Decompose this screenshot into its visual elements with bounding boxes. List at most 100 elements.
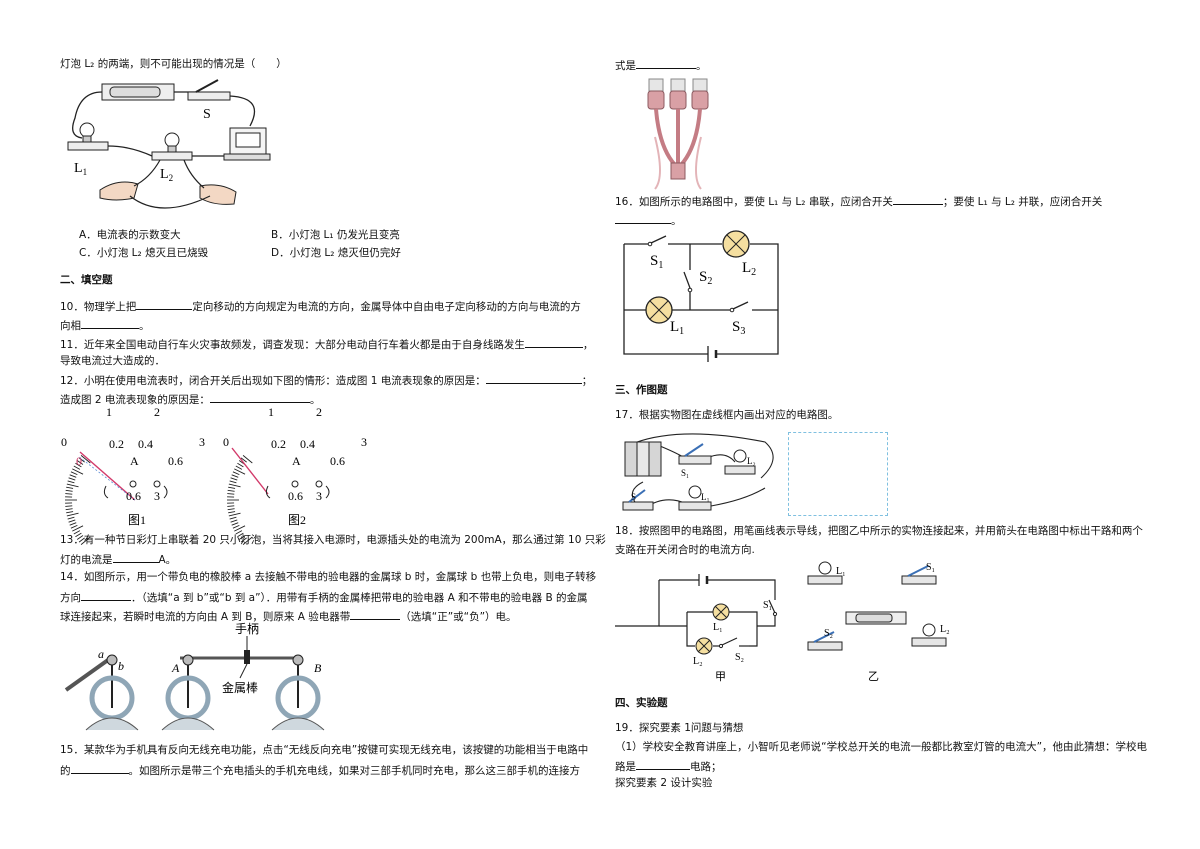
q19-line4: 探究要素 2 设计实验 (615, 777, 713, 789)
q18-l2-label: L₂ (693, 656, 703, 667)
q18-s1-label: S₁ (763, 600, 772, 611)
meter-tick (80, 536, 91, 545)
q17-physical-circuit: S₁ L₂ S L₁ (622, 433, 774, 511)
meter-tick (228, 512, 241, 517)
m2-terminal-3: 3 (316, 489, 322, 503)
q14-label-handle: 手柄 (235, 622, 259, 636)
meter-tick (76, 460, 84, 465)
meter-tick (230, 519, 238, 523)
fig2-caption: 图2 (288, 513, 306, 527)
q18-circuit-jia: S₁ L₁ L₂ S₂ 甲 (615, 574, 778, 683)
m2-unit: A (292, 454, 301, 468)
q17-answer-box[interactable] (788, 432, 888, 516)
q10-line2: 向相。 (60, 317, 150, 333)
q14-line1: 14．如图所示，用一个带负电的橡胶棒 a 去接触不带电的验电器的金属球 b 时，… (60, 571, 597, 583)
meter-tick (67, 480, 75, 484)
meter-tick (242, 455, 253, 464)
meter-tick (78, 457, 85, 463)
q14-label-A: A (171, 661, 180, 675)
meter-tick (232, 524, 240, 529)
m2-0.2: 0.2 (271, 437, 286, 451)
m1-max: 3 (199, 435, 205, 449)
q18-s2-label: S₂ (735, 652, 744, 663)
meter-tick (66, 511, 74, 514)
meter-tick (70, 524, 78, 529)
meter-tick (80, 455, 91, 464)
meter-tick (240, 537, 247, 543)
q15-line1: 15．某款华为手机具有反向无线充电功能，点击“无线反向充电”按键可实现无线充电，… (60, 744, 589, 756)
q14-label-B: B (314, 661, 322, 675)
q9-stem-tail: 灯泡 L₂ 的两端，则不可能出现的情况是（ ） (60, 58, 287, 70)
q14-line3: 球连接起来，若瞬时电流的方向由 A 到 B，则原来 A 验电器带（选填“正”或“… (60, 608, 517, 624)
meter-tick (235, 465, 243, 470)
q9-option-d: D．小灯泡 L₂ 熄灭但仍完好 (271, 247, 401, 259)
m1-0.2: 0.2 (109, 437, 124, 451)
meter-tick (75, 532, 82, 538)
meter-tick (229, 516, 237, 520)
meter-tick (238, 535, 246, 540)
q18-l1-label: L₁ (713, 622, 723, 633)
q15-line3: 式是。 (615, 57, 707, 73)
meter-tick (237, 532, 244, 538)
meter-tick (65, 493, 73, 495)
meter-tick (228, 483, 241, 488)
m2-0.4: 0.4 (300, 437, 315, 451)
q11-line2: 导致电流过大造成的． (60, 355, 165, 367)
meter-tick (231, 474, 239, 478)
q9-l2-label: L2 (160, 167, 173, 183)
q14-label-b: b (118, 659, 124, 673)
meter-tick (227, 493, 235, 495)
q9-l1-label: L1 (74, 161, 87, 177)
q16-circuit-diagram: S1 L2 S2 L1 S3 (623, 230, 779, 362)
m2-top-1: 1 (268, 405, 274, 419)
meter-tick (78, 537, 85, 543)
m2-top-2: 2 (316, 405, 322, 419)
meter-tick (65, 489, 73, 492)
q9-option-b: B．小灯泡 L₁ 仍发光且变亮 (271, 229, 400, 241)
meter-tick (72, 525, 84, 532)
m1-0.6: 0.6 (168, 454, 183, 468)
m1-terminal-3: 3 (154, 489, 160, 503)
q16-s1-label: S1 (650, 253, 663, 271)
q14-electroscope-figure: a b A B 手柄 金属棒 (64, 622, 325, 731)
q14-label-a: a (98, 647, 104, 661)
q17-s-label: S (631, 492, 636, 502)
meter-tick (240, 457, 247, 463)
ammeter-figure-2: 1 2 0 3 0.2 0.4 A 0.6 0.6 3 图2 (223, 405, 367, 545)
meter-tick (69, 522, 77, 526)
meter-tick (69, 474, 77, 478)
m1-0.4: 0.4 (138, 437, 153, 451)
q18-line1: 18．按照图甲的电路图，用笔画线表示导线，把图乙中所示的实物连接起来，并用箭头在… (615, 525, 1143, 537)
q18-parts-yi: L₁ S₁ S₂ L₂ 乙 (807, 561, 950, 683)
q17-s1-label: S₁ (681, 468, 689, 478)
meter-tick (229, 480, 237, 484)
m2-terminal-0.6: 0.6 (288, 489, 303, 503)
q11-line1: 11．近年来全国电动自行车火灾事故频发，调查发现：大部分电动自行车着火都是由于自… (60, 336, 593, 352)
section-fill-blank-heading: 二、填空题 (60, 274, 113, 286)
meter-tick (234, 525, 246, 532)
q18-caption-jia: 甲 (715, 671, 726, 683)
q19-line1: 19．探究要素 1问题与猜想 (615, 722, 744, 734)
q14-line2: 方向．（选填“a 到 b”或“b 到 a”）．用带有手柄的金属棒把带电的验电器 … (60, 589, 588, 605)
q18-yi-s2-label: S₂ (824, 628, 833, 639)
q13-line1: 13．有一种节日彩灯上串联着 20 只小灯泡，当将其接入电源时，电源插头处的电流… (60, 534, 606, 546)
meter-tick (66, 486, 74, 489)
m1-unit: A (130, 454, 139, 468)
q18-line2: 支路在开关闭合时的电流方向. (615, 544, 755, 556)
q15-line2: 的。如图所示是带三个充电插头的手机充电线，如果对三部手机同时充电，那么这三部手机… (60, 762, 580, 778)
meter-tick (227, 505, 235, 507)
q16-l1-label: L1 (670, 319, 684, 337)
m1-pointer-zero: 0 (76, 454, 82, 468)
q17-stem: 17．根据实物图在虚线框内画出对应的电路图。 (615, 409, 839, 421)
m2-zero: 0 (223, 435, 229, 449)
meter-tick (231, 522, 239, 526)
q19-line3: 路是电路； (615, 758, 722, 774)
meter-tick (70, 471, 78, 476)
q12-line1: 12．小明在使用电流表时，闭合开关后出现如下图的情形：造成图 1 电流表现象的原… (60, 372, 592, 388)
m1-terminal-0.6: 0.6 (126, 489, 141, 503)
meter-tick (237, 462, 244, 468)
meter-tick (242, 536, 253, 545)
m1-top-1: 1 (106, 405, 112, 419)
section-experiment-heading: 四、实验题 (615, 697, 668, 709)
